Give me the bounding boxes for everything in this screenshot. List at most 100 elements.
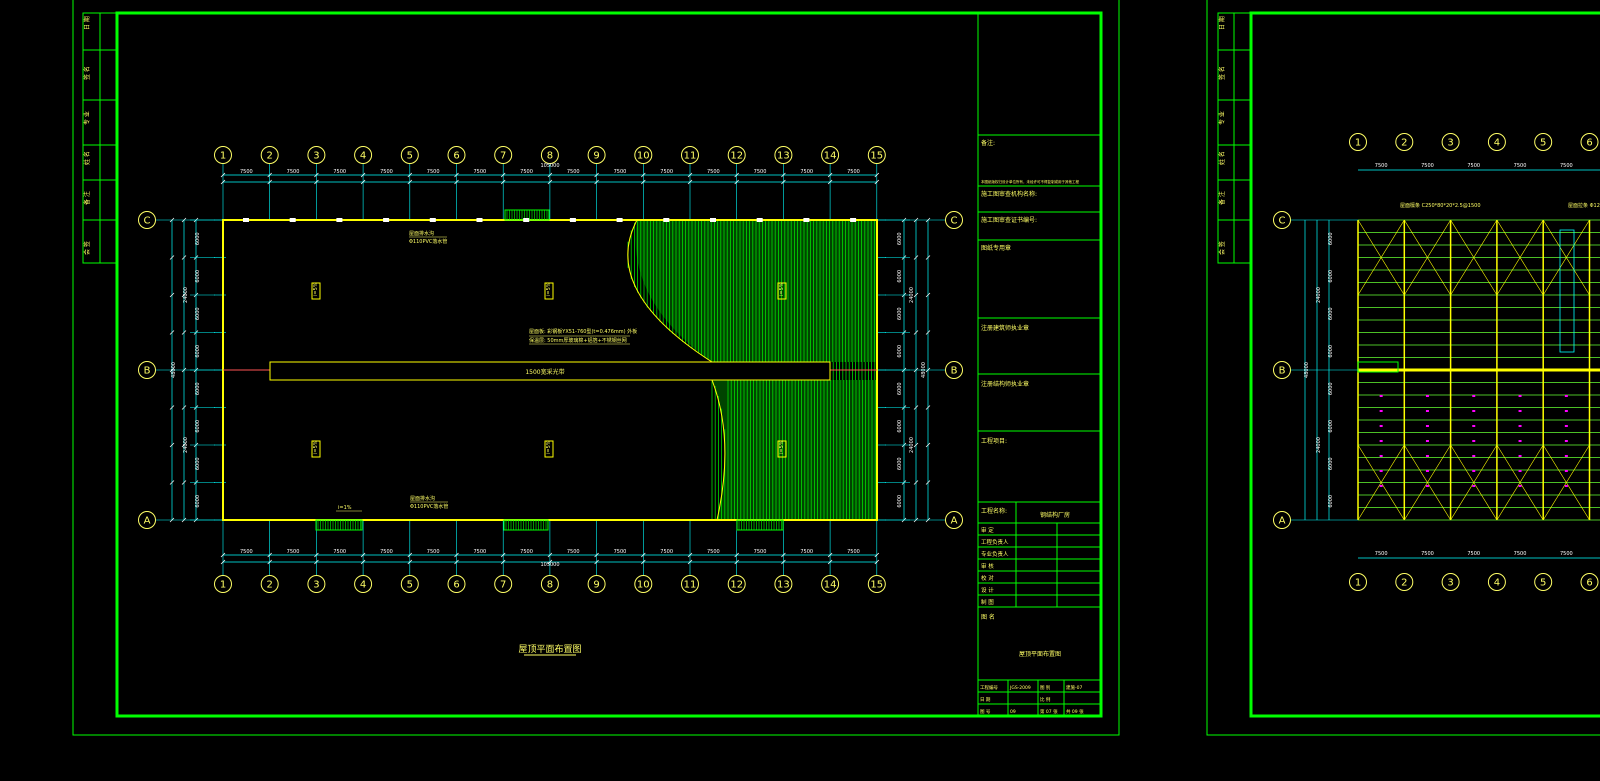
- bay-dimension: 7500: [520, 169, 533, 175]
- annotation-gutter-slope: i=1%: [336, 505, 362, 512]
- annotation-bottom-line-2: Φ110PVC落水管: [410, 503, 448, 510]
- tb-role: 审 定: [981, 526, 994, 534]
- side-dimension: 6000: [897, 457, 903, 470]
- ridge-label: 1500宽采光带: [525, 368, 564, 376]
- hatch-boundary-upper: [627, 219, 713, 363]
- s2-axis-bubble-4: 4: [1487, 573, 1506, 591]
- axis-label: 4: [1494, 578, 1500, 589]
- tie-bar: [1425, 470, 1429, 472]
- tb-bottom-cell: 共 09 张: [1066, 708, 1084, 715]
- s2-axis-bubble-1: 1: [1349, 133, 1367, 151]
- annotation-gutter-text: i=1%: [338, 505, 352, 511]
- axis-label: 2: [1401, 578, 1407, 589]
- bay-dimension: 7500: [614, 169, 627, 175]
- axis-label: C: [1279, 216, 1286, 227]
- gutter-drain: [336, 218, 343, 222]
- gutter-drain: [476, 218, 483, 222]
- tb-bottom-cell: 第 07 张: [1040, 708, 1058, 715]
- axis-label: 6: [453, 580, 459, 591]
- side-dimension: 6000: [195, 307, 201, 320]
- brace-line: [1542, 219, 1590, 296]
- tie-bar: [1518, 410, 1522, 412]
- s2-bay-dimension: 7500: [1514, 551, 1527, 557]
- side-dimension: 6000: [897, 345, 903, 358]
- axis-label: 4: [360, 580, 366, 591]
- s2-side-dimension: 6000: [1328, 345, 1334, 358]
- axis-label: 7: [500, 580, 506, 591]
- s2-side-dimension: 6000: [1328, 232, 1334, 245]
- tie-bar: [1425, 440, 1429, 442]
- canopy-bottom-1: [315, 519, 363, 531]
- side-dimension: 6000: [195, 495, 201, 508]
- side-dimension: 6000: [897, 495, 903, 508]
- axis-label: 6: [453, 151, 459, 162]
- side-dimension: 6000: [897, 382, 903, 395]
- axis-bubble-top-1: 1: [214, 146, 232, 220]
- side-col-text-2: 签 名: [83, 66, 91, 80]
- axis-label: 2: [267, 580, 273, 591]
- gutter-drain: [756, 218, 763, 222]
- gutter-marks: [190, 218, 910, 521]
- axis-label: 1: [220, 580, 226, 591]
- brace-line: [1404, 444, 1451, 521]
- axis-label: 1: [1355, 578, 1361, 589]
- axis-bubble-bottom-11: 11: [681, 520, 699, 593]
- tb-bottom-cell: 比 例: [1040, 696, 1051, 703]
- tie-bar: [1564, 485, 1568, 487]
- s2-side-col-text-3: 专 业: [1218, 111, 1226, 125]
- tb-role: 审 核: [981, 562, 994, 570]
- title-block: 备注: 本图纸版权归设计单位所有，未经许可不得复制或用于其他工程 施工图审查机构…: [977, 13, 1101, 716]
- axis-label: 10: [637, 151, 650, 162]
- tie-bar: [1472, 440, 1476, 442]
- side-dimension: 6000: [195, 345, 201, 358]
- axis-label: 4: [1494, 138, 1500, 149]
- axis-label: 11: [684, 151, 697, 162]
- brace-line: [1496, 444, 1544, 521]
- tie-bar: [1425, 410, 1429, 412]
- slope-label-4: i=5%: [313, 440, 319, 454]
- s2-axis-bubble-5: 5: [1534, 133, 1553, 151]
- axis-bubble-bottom-15: 15: [867, 520, 886, 593]
- tie-bar: [1379, 425, 1383, 427]
- sheet-2-inner-frame: [1249, 11, 1600, 718]
- tb-role: 专业负责人: [981, 550, 1009, 558]
- s2-axis-bubble-6: 6: [1580, 573, 1599, 591]
- brace-line: [1450, 219, 1498, 296]
- gutter-drain: [803, 218, 810, 222]
- tie-bar: [1425, 485, 1429, 487]
- annotation-bottom-drain: 屋面排水沟 Φ110PVC落水管: [410, 495, 448, 510]
- tie-bar: [1472, 485, 1476, 487]
- tb-bottom-cell: 图 别: [1040, 684, 1051, 691]
- tie-bar: [1564, 410, 1568, 412]
- sheet-1-side-column: 日 期 签 名 专 业 姓 名 备 注 会 签: [82, 12, 118, 264]
- gutter-drain: [523, 218, 530, 222]
- axis-bubble-bottom-10: 10: [634, 520, 653, 593]
- axis-label: 3: [313, 580, 319, 591]
- hatch-boundary-lower: [711, 379, 726, 521]
- canopy-bottom-3: [736, 519, 784, 531]
- ridge-skylight-strip: [269, 361, 831, 381]
- tie-bar: [1518, 455, 1522, 457]
- bay-dimension: 7500: [473, 169, 486, 175]
- axis-label: 5: [1540, 138, 1546, 149]
- tie-bar: [1518, 485, 1522, 487]
- s2-axis-bubble-2: 2: [1395, 573, 1414, 591]
- brace-line: [1450, 444, 1498, 521]
- tie-bar: [1518, 395, 1522, 397]
- axis-bubble-top-12: 12: [727, 146, 746, 220]
- brace-line: [1357, 219, 1405, 296]
- sheet-2-outer-frame: [1206, 0, 1600, 736]
- side-total-dimension: 24000: [183, 437, 189, 453]
- axis-bubble-top-13: 13: [774, 146, 793, 220]
- s2-side-dimension: 6000: [1328, 495, 1334, 508]
- side-dimension: 6000: [195, 270, 201, 283]
- tie-bar: [1379, 485, 1383, 487]
- s2-bay-dimension: 7500: [1421, 163, 1434, 169]
- sheet-2-dimensions: 7500750075007500750075007500750075007500…: [1304, 163, 1600, 559]
- side-dimension: 6000: [195, 232, 201, 245]
- tb-review-org: 施工图审查机构名称:: [981, 190, 1037, 198]
- s2-axis-bubble-B: B: [1273, 361, 1358, 379]
